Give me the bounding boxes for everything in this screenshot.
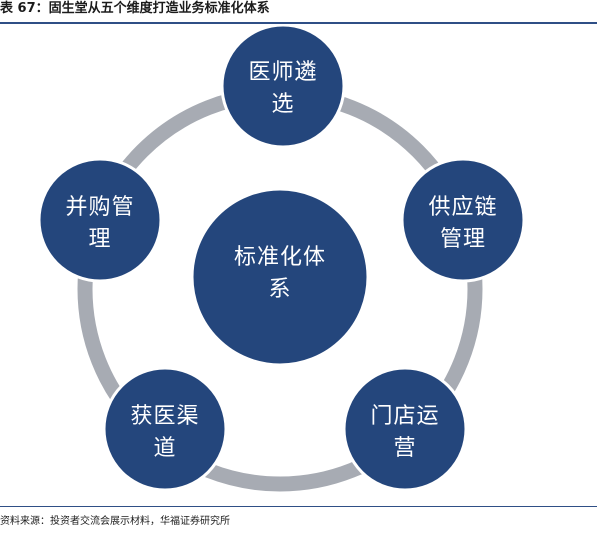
node-patient-channel: 获医渠 道 [102,366,228,492]
node-label-line-1: 获医渠 [130,404,199,429]
node-label-line-2: 选 [271,92,294,117]
center-label-line-1: 标准化体 [234,245,326,270]
node-doctor-selection: 医师遴 选 [220,24,346,149]
center-label-line-2: 系 [268,277,291,302]
node-label-line-2: 营 [393,436,416,461]
source-rule [0,506,597,507]
node-label-line-1: 门店运 [370,404,439,429]
source-note: 资料来源：投资者交流会展示材料，华福证券研究所 [0,516,230,527]
center-node: 标准化体 系 [190,187,370,367]
node-merger-management: 并购管 理 [37,157,163,283]
figure-title: 表 67：固生堂从五个维度打造业务标准化体系 [0,1,270,16]
node-label-line-1: 供应链 [428,195,497,220]
node-store-operation: 门店运 营 [342,366,468,492]
node-label-line-2: 理 [88,227,111,252]
node-label-line-1: 医师遴 [248,60,317,85]
title-rule [0,22,597,24]
node-label-line-1: 并购管 [65,195,134,220]
standardization-diagram: 标准化体 系 医师遴 选 供应链 管理 门店运 营 获医渠 道 并购管 理 [37,24,526,492]
node-label-line-2: 道 [153,436,176,461]
node-supply-chain: 供应链 管理 [400,157,526,283]
node-label-line-2: 管理 [440,227,486,252]
